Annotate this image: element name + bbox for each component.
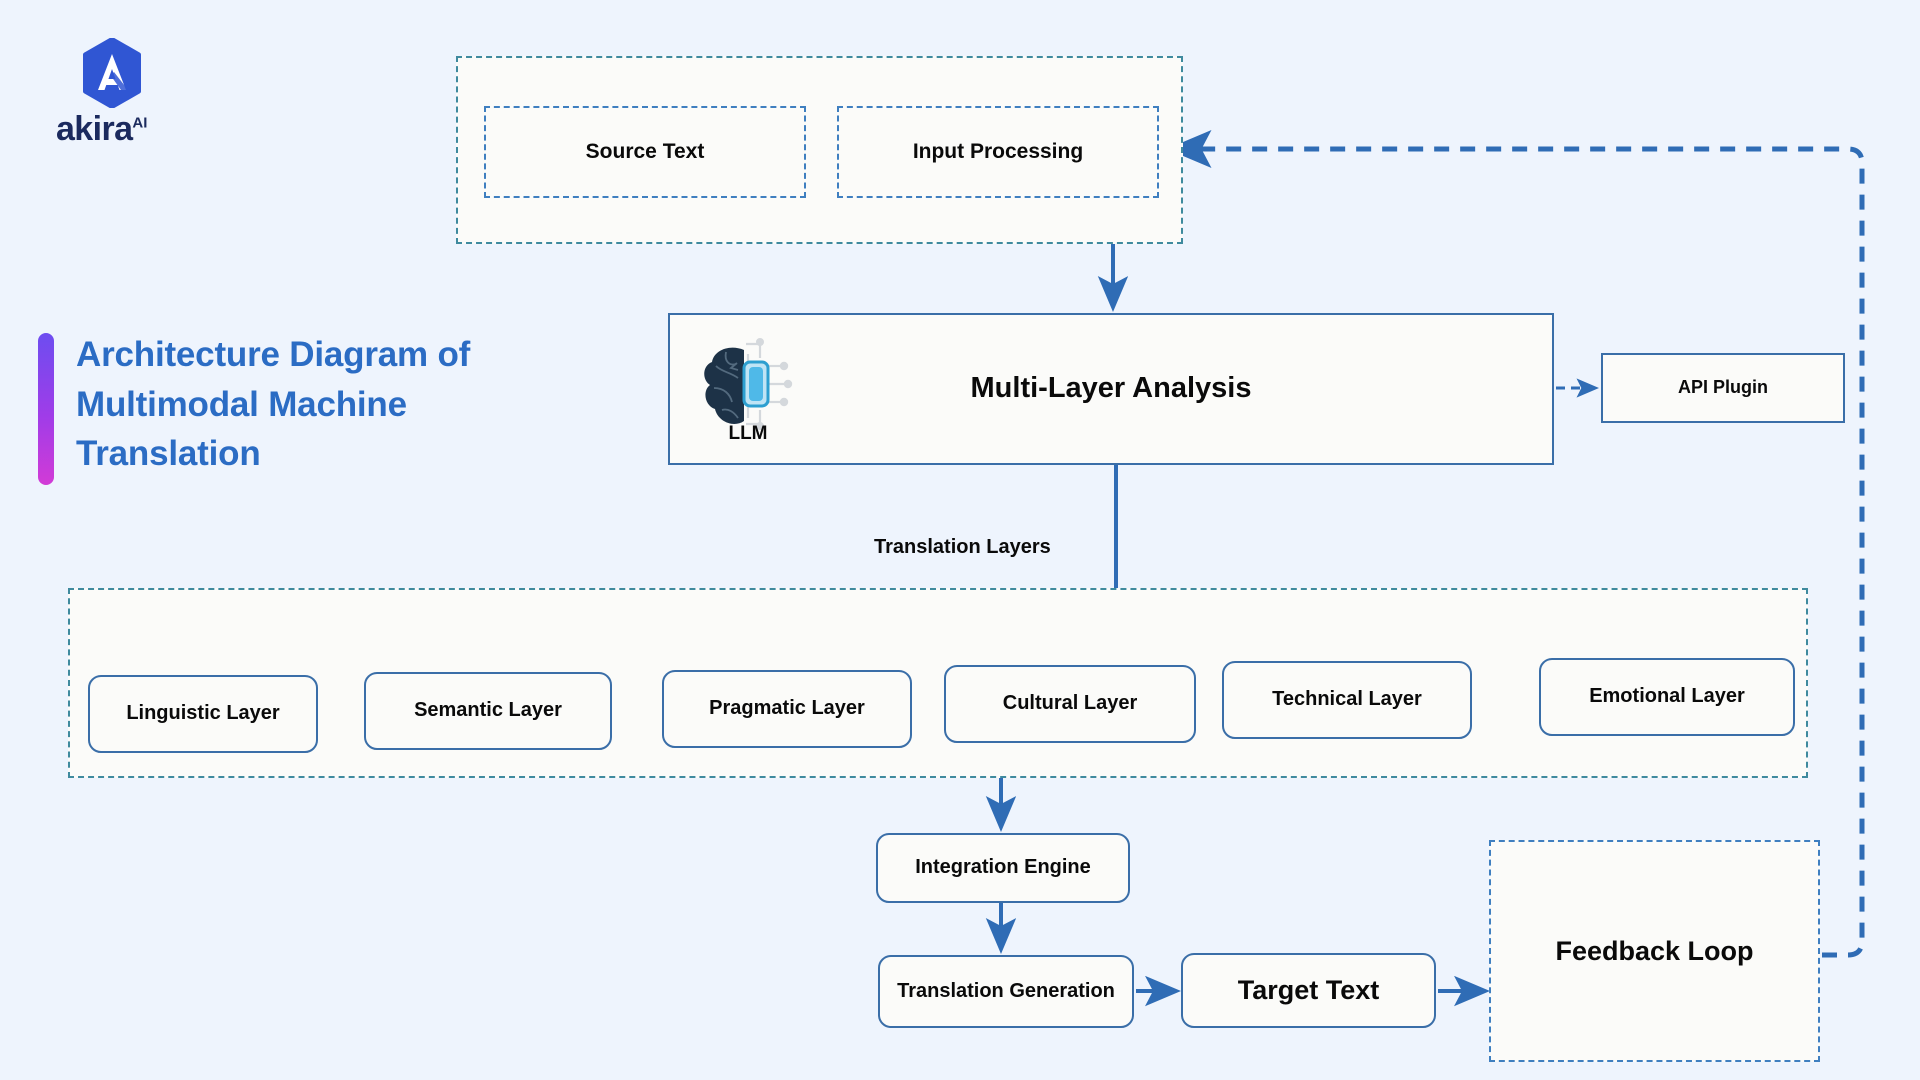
brand-wordmark: akiraAI	[56, 112, 147, 146]
akira-hexagon-logo-icon	[83, 38, 141, 108]
brand-superscript: AI	[132, 114, 148, 132]
node-technical-layer[interactable]: Technical Layer	[1222, 661, 1472, 739]
node-semantic-layer[interactable]: Semantic Layer	[364, 672, 612, 750]
node-emotional-layer[interactable]: Emotional Layer	[1539, 658, 1795, 736]
llm-icon-label: LLM	[728, 423, 768, 444]
node-cultural-layer[interactable]: Cultural Layer	[944, 665, 1196, 743]
title-accent-bar	[38, 333, 54, 485]
brand-logo: akiraAI	[56, 38, 286, 148]
node-pragmatic-layer[interactable]: Pragmatic Layer	[662, 670, 912, 748]
node-integration-engine[interactable]: Integration Engine	[876, 833, 1130, 903]
node-feedback-loop[interactable]: Feedback Loop	[1489, 840, 1820, 1062]
node-target-text[interactable]: Target Text	[1181, 953, 1436, 1028]
translation-layers-group	[68, 588, 1808, 778]
node-translation-generation[interactable]: Translation Generation	[878, 955, 1134, 1028]
node-multi-layer-analysis[interactable]: Multi-Layer Analysis	[668, 313, 1554, 465]
page-title: Architecture Diagram of Multimodal Machi…	[76, 335, 471, 474]
translation-layers-label: Translation Layers	[874, 536, 1051, 558]
node-api-plugin[interactable]: API Plugin	[1601, 353, 1845, 423]
brand-wordmark-text: akira	[56, 110, 133, 148]
llm-brain-chip-icon	[704, 338, 793, 430]
node-linguistic-layer[interactable]: Linguistic Layer	[88, 675, 318, 753]
node-input-processing[interactable]: Input Processing	[837, 106, 1159, 198]
wire-feedback-to-inputproc	[1166, 129, 1865, 958]
node-source-text[interactable]: Source Text	[484, 106, 806, 198]
